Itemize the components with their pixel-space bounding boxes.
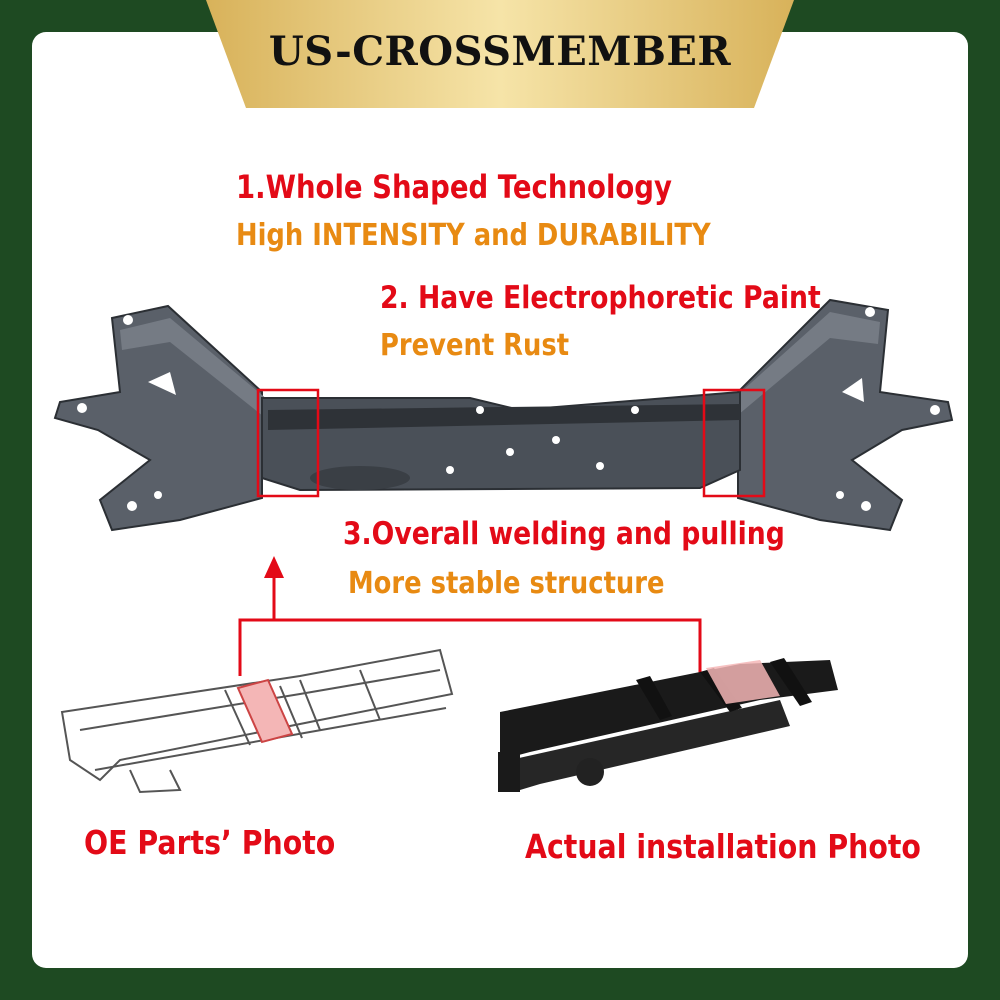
feature-1-subtitle: High INTENSITY and DURABILITY <box>236 218 711 253</box>
feature-3-subtitle: More stable structure <box>348 566 665 601</box>
feature-2-title: 2. Have Electrophoretic Paint <box>380 280 821 316</box>
banner-title: US-CROSSMEMBER <box>268 28 732 75</box>
weld-highlight-left <box>256 388 320 498</box>
installation-photo-caption: Actual installation Photo <box>525 827 921 866</box>
feature-1-title: 1.Whole Shaped Technology <box>236 168 672 206</box>
banner-shape <box>206 0 794 108</box>
feature-3-title: 3.Overall welding and pulling <box>343 516 785 552</box>
oe-photo-caption: OE Parts’ Photo <box>84 823 336 862</box>
oe-frame-drawing <box>60 648 454 794</box>
title-banner: US-CROSSMEMBER <box>206 0 794 110</box>
connector-arrow <box>238 556 702 676</box>
weld-highlight-right <box>702 388 766 498</box>
installed-frame-photo <box>498 658 838 792</box>
feature-2-subtitle: Prevent Rust <box>380 328 570 363</box>
